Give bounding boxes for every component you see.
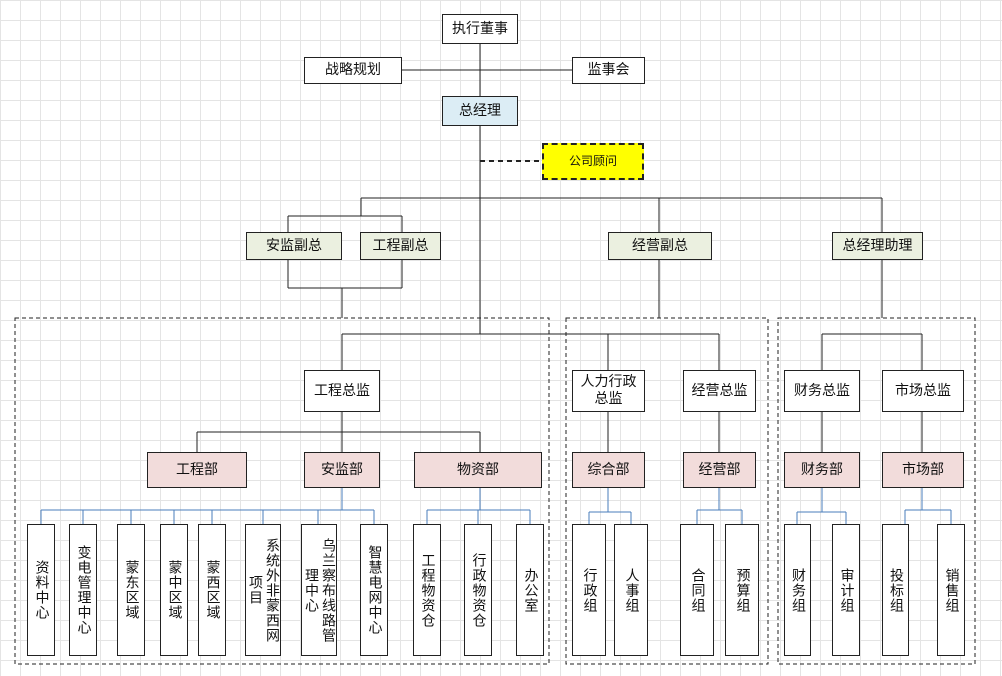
node-label: 总经理助理 — [842, 237, 913, 254]
leaf-sales-team: 销售组 — [937, 524, 965, 656]
node-safety-vp: 安监副总 — [246, 232, 342, 260]
node-label: 工程总监 — [314, 382, 370, 399]
node-label: 经营总监 — [691, 382, 748, 399]
node-general-manager: 总经理 — [442, 96, 518, 126]
node-business-director: 经营总监 — [683, 370, 756, 412]
leaf-east-region: 蒙东区域 — [117, 524, 145, 656]
node-label: 安监副总 — [266, 237, 322, 254]
node-label: 综合部 — [587, 461, 630, 478]
leaf-label: 财务组 — [790, 567, 806, 613]
leaf-label: 行政物资仓 — [470, 552, 487, 628]
leaf-west-region: 蒙西区域 — [198, 524, 226, 656]
node-label: 经营部 — [698, 461, 741, 478]
leaf-label: 审计组 — [838, 567, 855, 613]
leaf-personnel-team: 人事组 — [614, 524, 648, 656]
node-engineering-director: 工程总监 — [304, 370, 380, 412]
node-marketing-dept: 市场部 — [882, 452, 964, 488]
leaf-bid-team: 投标组 — [882, 524, 909, 656]
leaf-label: 智慧电网中心 — [366, 545, 383, 635]
leaf-label: 办公室 — [522, 567, 539, 613]
node-engineering-vp: 工程副总 — [360, 232, 441, 260]
leaf-finance-team: 财务组 — [784, 524, 811, 656]
node-label: 监事会 — [587, 62, 630, 78]
node-label: 财务部 — [801, 461, 843, 478]
leaf-office: 办公室 — [516, 524, 544, 656]
node-marketing-director: 市场总监 — [882, 370, 964, 412]
leaf-external-projects: 系统外非蒙西网项目 — [245, 524, 281, 656]
leaf-label: 预算组 — [734, 567, 751, 613]
node-strategy-planning: 战略规划 — [304, 57, 402, 84]
leaf-label: 系统外非蒙西网项目 — [247, 537, 280, 643]
leaf-admin-team: 行政组 — [572, 524, 606, 656]
node-business-vp: 经营副总 — [608, 232, 712, 260]
node-finance-director: 财务总监 — [784, 370, 860, 412]
leaf-label: 人事组 — [623, 567, 640, 613]
node-label: 市场总监 — [895, 382, 951, 399]
leaf-contract-team: 合同组 — [680, 524, 714, 656]
node-finance-dept: 财务部 — [784, 452, 860, 488]
node-safety-dept: 安监部 — [304, 452, 380, 488]
node-label: 安监部 — [321, 461, 363, 478]
leaf-smart-grid-center: 智慧电网中心 — [360, 524, 388, 656]
node-label: 执行董事 — [452, 20, 508, 37]
leaf-label: 蒙西区域 — [204, 560, 221, 620]
node-label: 财务总监 — [794, 382, 850, 399]
node-label: 战略规划 — [325, 62, 381, 78]
node-label: 经营副总 — [632, 237, 688, 254]
node-business-dept: 经营部 — [683, 452, 756, 488]
leaf-label: 销售组 — [943, 567, 960, 613]
node-engineering-dept: 工程部 — [147, 452, 247, 488]
leaf-label: 行政组 — [581, 567, 598, 613]
leaf-admin-warehouse: 行政物资仓 — [464, 524, 492, 656]
leaf-wulanchabu-center: 乌兰察布线路管理中心 — [301, 524, 337, 656]
node-label: 人力行政总监 — [580, 374, 637, 407]
node-label: 公司顾问 — [568, 154, 617, 168]
leaf-central-region: 蒙中区域 — [160, 524, 188, 656]
node-supervisory-board: 监事会 — [572, 57, 645, 84]
node-label: 市场部 — [902, 461, 944, 478]
node-company-advisor: 公司顾问 — [542, 143, 644, 180]
leaf-substation-center: 变电管理中心 — [69, 524, 97, 656]
leaf-budget-team: 预算组 — [725, 524, 759, 656]
leaf-label: 工程物资仓 — [419, 552, 436, 628]
leaf-label: 变电管理中心 — [75, 545, 92, 635]
node-label: 物资部 — [457, 461, 499, 478]
node-gm-assistant: 总经理助理 — [832, 232, 923, 260]
leaf-audit-team: 审计组 — [832, 524, 860, 656]
leaf-label: 合同组 — [689, 567, 706, 613]
leaf-label: 资料中心 — [33, 560, 50, 620]
leaf-label: 乌兰察布线路管理中心 — [303, 537, 336, 643]
leaf-engineering-warehouse: 工程物资仓 — [413, 524, 441, 656]
node-label: 总经理 — [459, 102, 501, 119]
node-hr-admin-director: 人力行政总监 — [572, 370, 645, 412]
node-label: 工程部 — [176, 461, 218, 478]
leaf-label: 投标组 — [888, 567, 904, 613]
leaf-label: 蒙东区域 — [123, 560, 140, 620]
node-materials-dept: 物资部 — [414, 452, 542, 488]
leaf-records-center: 资料中心 — [27, 524, 55, 656]
node-label: 工程副总 — [372, 237, 429, 254]
node-general-dept: 综合部 — [572, 452, 645, 488]
node-executive-director: 执行董事 — [442, 14, 518, 44]
leaf-label: 蒙中区域 — [166, 560, 183, 620]
